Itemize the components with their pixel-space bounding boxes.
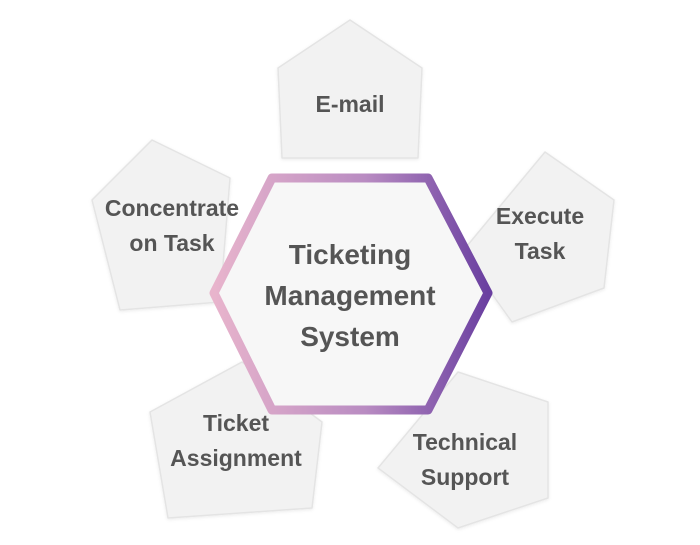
concentrate-on-task-node-shape bbox=[91, 139, 231, 311]
concentrate-on-task-node-label: Concentrate on Task bbox=[92, 190, 252, 262]
center-title-line-2: Management bbox=[264, 279, 436, 311]
email-node-shape bbox=[277, 19, 423, 159]
center-hexagon bbox=[209, 173, 493, 415]
execute-task-label-line-2: Task bbox=[514, 238, 566, 264]
technical-support-node-label: Technical Support bbox=[390, 424, 540, 496]
technical-support-label-line-2: Support bbox=[420, 464, 510, 490]
concentrate-on-task-label-line-2: on Task bbox=[129, 230, 215, 256]
email-node-label: E-mail bbox=[280, 86, 420, 122]
ticket-assignment-node-label: Ticket Assignment bbox=[158, 405, 314, 477]
ticket-assignment-label-line-2: Assignment bbox=[170, 445, 302, 471]
execute-task-node-label: Execute Task bbox=[470, 198, 610, 270]
concentrate-on-task-label-line-1: Concentrate bbox=[104, 195, 240, 221]
center-title-line-1: Ticketing bbox=[288, 238, 412, 270]
execute-task-label-line-1: Execute bbox=[495, 203, 585, 229]
technical-support-node-shape bbox=[377, 371, 549, 529]
execute-task-node-shape bbox=[461, 151, 615, 323]
email-label-line-1: E-mail bbox=[315, 90, 385, 117]
center-title-line-3: System bbox=[300, 320, 400, 352]
center-title: Ticketing Management System bbox=[224, 215, 476, 375]
ticket-assignment-label-line-1: Ticket bbox=[202, 410, 270, 436]
technical-support-label-line-1: Technical bbox=[412, 429, 518, 455]
